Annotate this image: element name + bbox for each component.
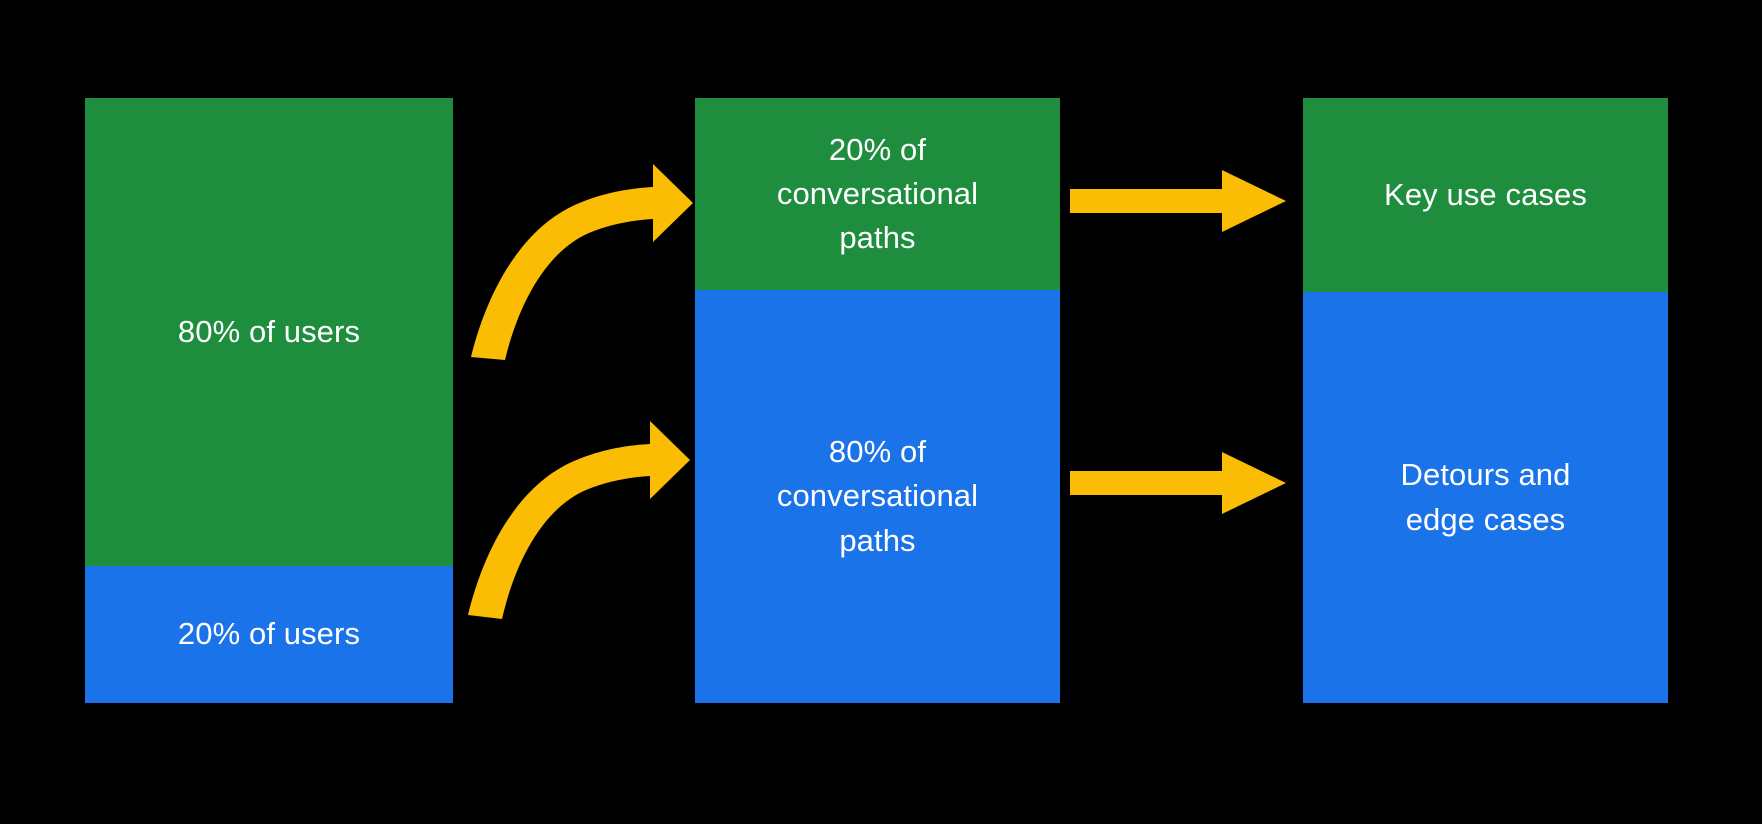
segment-label: 80% of conversational paths xyxy=(776,434,979,558)
segment-detours-and-edge-cases: Detours and edge cases xyxy=(1303,292,1668,703)
segment-label: 20% of conversational paths xyxy=(776,131,979,255)
segment-20-percent-conversational-paths: 20% of conversational paths xyxy=(695,98,1060,290)
segment-20-percent-users: 20% of users xyxy=(85,566,453,703)
curved-up-arrow-to-detour-paths-icon xyxy=(468,421,690,619)
segment-label: 80% of users xyxy=(177,313,361,349)
segment-label: Key use cases xyxy=(1384,176,1587,212)
segment-label: Detours and edge cases xyxy=(1400,457,1571,537)
column-outcomes: Key use cases Detours and edge cases xyxy=(1303,98,1668,703)
segment-label: 20% of users xyxy=(177,616,361,652)
segment-80-percent-conversational-paths: 80% of conversational paths xyxy=(695,290,1060,703)
straight-arrow-to-edge-cases-icon xyxy=(1070,452,1286,514)
segment-key-use-cases: Key use cases xyxy=(1303,98,1668,292)
straight-arrow-to-key-use-cases-icon xyxy=(1070,170,1286,232)
curved-up-arrow-to-key-paths-icon xyxy=(471,164,693,360)
column-users: 80% of users 20% of users xyxy=(85,98,453,703)
column-conversational-paths: 20% of conversational paths 80% of conve… xyxy=(695,98,1060,703)
segment-80-percent-users: 80% of users xyxy=(85,98,453,566)
